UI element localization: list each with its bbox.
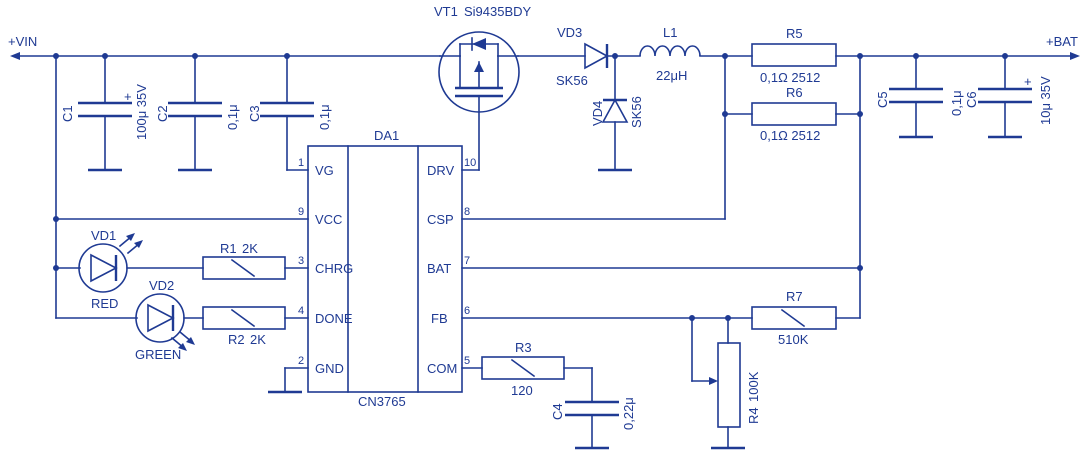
r3-resistor (481, 356, 593, 403)
pin-num-com: 5 (464, 355, 470, 367)
pin-num-csp: 8 (464, 206, 470, 218)
c1-capacitor (78, 55, 132, 172)
l1-ref: L1 (663, 25, 677, 40)
c2-value: 0,1μ (225, 104, 240, 130)
pin-name-fb: FB (431, 311, 448, 326)
vin-label: +VIN (8, 34, 37, 49)
r2-resistor (202, 306, 309, 330)
vt1-value: Si9435BDY (464, 4, 532, 19)
c1-ref: C1 (60, 105, 75, 122)
r4-ref: R4 (746, 407, 761, 424)
c6-polarity: + (1024, 74, 1032, 89)
vd3-value: SK56 (556, 73, 588, 88)
c2-ref: C2 (155, 105, 170, 122)
r2-value: 2K (250, 332, 266, 347)
r4-potentiometer (691, 317, 745, 450)
top-rail (10, 52, 1080, 60)
c2-capacitor (168, 55, 222, 172)
vd4-value: SK56 (629, 96, 644, 128)
da1-ref: DA1 (374, 128, 399, 143)
r6-value: 0,1Ω 2512 (760, 128, 820, 143)
r1-value: 2K (242, 241, 258, 256)
c4-capacitor (565, 400, 619, 450)
c6-ref: C6 (964, 91, 979, 108)
da1-ic-body (307, 145, 463, 393)
c6-value: 10μ 35V (1038, 76, 1053, 125)
r5-resistor (751, 43, 837, 67)
l1-inductor (639, 45, 701, 57)
r1-ref: R1 (220, 241, 237, 256)
pin-name-drv: DRV (427, 163, 455, 178)
r3-ref: R3 (515, 340, 532, 355)
pin-num-done: 4 (298, 305, 304, 317)
r7-value: 510K (778, 332, 809, 347)
pin-name-bat: BAT (427, 261, 451, 276)
r7-ref: R7 (786, 289, 803, 304)
c4-ref: C4 (550, 403, 565, 420)
pin-name-chrg: CHRG (315, 261, 353, 276)
vd3-diode (584, 42, 609, 70)
c5-value: 0,1μ (949, 90, 964, 116)
r3-value: 120 (511, 383, 533, 398)
vd2-ref: VD2 (149, 278, 174, 293)
c5-ref: C5 (875, 91, 890, 108)
pin-num-fb: 6 (464, 305, 470, 317)
ic-left-pins: 1 VG 9 VCC 3 CHRG 4 DONE 2 GND (55, 157, 353, 394)
r2-ref: R2 (228, 332, 245, 347)
c3-capacitor (260, 55, 314, 171)
r7-resistor (751, 306, 861, 330)
c1-value: 100μ 35V (134, 84, 149, 140)
vd1-value: RED (91, 296, 118, 311)
pin-num-drv: 10 (464, 157, 476, 169)
vt1-ref: VT1 (434, 4, 458, 19)
r6-resistor (724, 55, 861, 220)
ic-right-pins: 10 DRV 8 CSP 7 BAT 6 FB 5 COM (427, 157, 861, 376)
vd2-led (55, 293, 204, 351)
vd3-ref: VD3 (557, 25, 582, 40)
pin-name-csp: CSP (427, 212, 454, 227)
c3-ref: C3 (247, 105, 262, 122)
c5-capacitor (889, 55, 943, 139)
pin-name-done: DONE (315, 311, 353, 326)
pin-num-vcc: 9 (298, 206, 304, 218)
vt1-mosfet (438, 31, 520, 171)
pin-name-vcc: VCC (315, 212, 342, 227)
pin-name-com: COM (427, 361, 457, 376)
pin-name-gnd: GND (315, 361, 344, 376)
vd4-ref: VD4 (590, 101, 605, 126)
c3-value: 0,1μ (317, 104, 332, 130)
r5-value: 0,1Ω 2512 (760, 70, 820, 85)
vd4-diode (598, 55, 632, 172)
pin-num-vg: 1 (298, 157, 304, 169)
c6-capacitor (978, 55, 1032, 139)
pin-num-chrg: 3 (298, 255, 304, 267)
pin-name-vg: VG (315, 163, 334, 178)
da1-part: CN3765 (358, 394, 406, 409)
r4-value: 100K (746, 371, 761, 402)
vd1-led (55, 233, 204, 293)
r5-ref: R5 (786, 26, 803, 41)
pin-num-bat: 7 (464, 255, 470, 267)
vd1-ref: VD1 (91, 228, 116, 243)
pin-num-gnd: 2 (298, 355, 304, 367)
r6-ref: R6 (786, 85, 803, 100)
r1-resistor (202, 256, 309, 280)
bat-label: +BAT (1046, 34, 1078, 49)
c1-polarity: + (124, 89, 132, 104)
junction-dots (53, 53, 1008, 321)
l1-value: 22μH (656, 68, 687, 83)
vd2-value: GREEN (135, 347, 181, 362)
c4-value: 0,22μ (621, 397, 636, 430)
